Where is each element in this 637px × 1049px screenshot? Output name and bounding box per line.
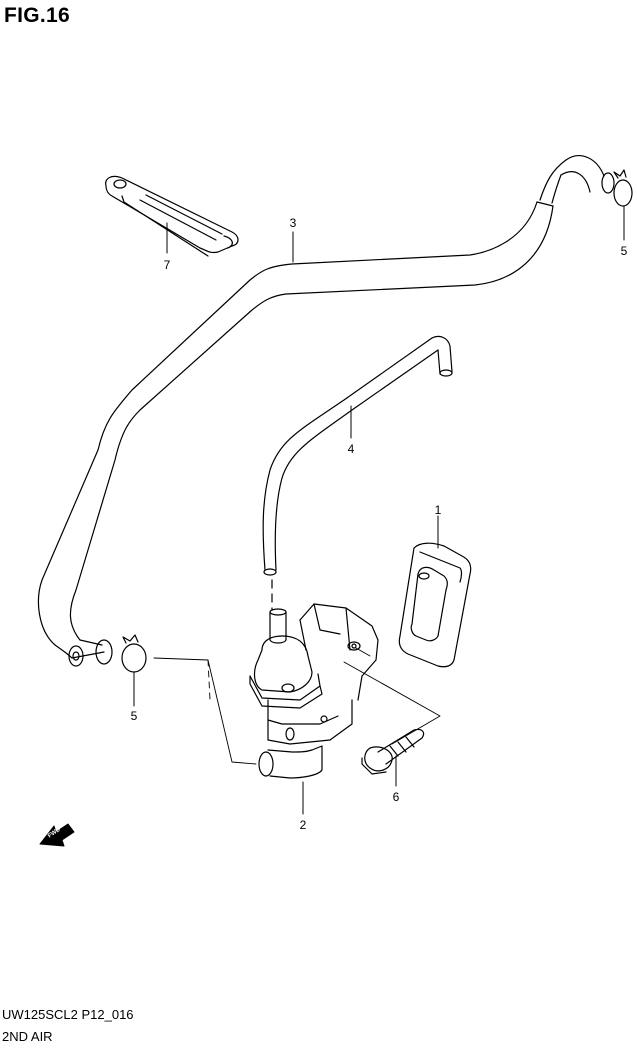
callout-part-2: 2 (300, 818, 307, 832)
callout-part-5-lower: 5 (131, 709, 138, 723)
reed-valve-part-2 (249, 603, 379, 779)
callout-part-1: 1 (435, 503, 442, 517)
section-name: 2ND AIR (2, 1029, 53, 1044)
valve-cushion-part-1 (398, 542, 472, 668)
air-hose-part-3 (37, 155, 615, 667)
callout-part-7: 7 (164, 258, 171, 272)
callout-part-4: 4 (348, 442, 355, 456)
hose-clamp-upper-part-5 (613, 169, 633, 207)
mounting-bolt-part-6 (361, 728, 425, 775)
forward-direction-arrow: FWD (39, 823, 75, 847)
hose-clamp-lower-part-5 (121, 634, 147, 673)
callout-part-6: 6 (393, 790, 400, 804)
callout-numbers: 7 3 5 4 1 5 6 2 (131, 216, 628, 832)
assembly-guide-lines (153, 647, 441, 765)
figure-title: FIG.16 (4, 4, 70, 27)
callout-part-5-upper: 5 (621, 244, 628, 258)
callout-leader-lines (133, 205, 625, 815)
vacuum-hose-part-4 (262, 335, 453, 611)
model-code: UW125SCL2 P12_016 (2, 1007, 134, 1022)
callout-part-3: 3 (290, 216, 297, 230)
hose-strap-part-7 (105, 175, 239, 257)
